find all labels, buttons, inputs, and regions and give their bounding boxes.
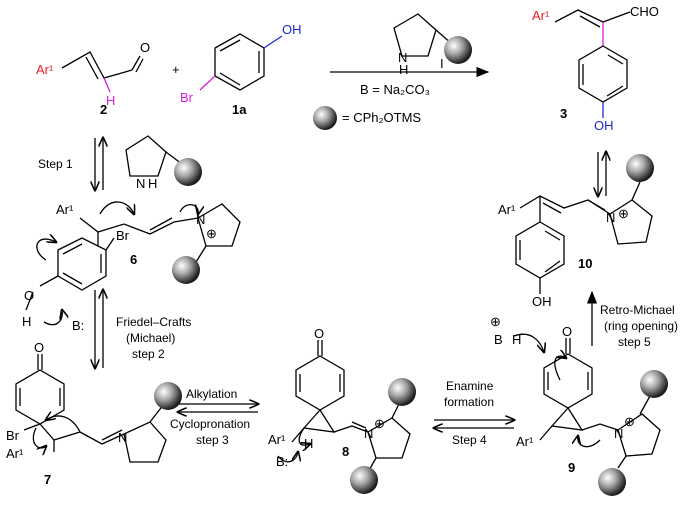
step4-line3: Step 4 [452,433,487,447]
aldehyde-oxygen: O [140,40,150,55]
step1-label: Step 1 [38,157,73,171]
oh-label: OH [594,118,614,133]
ketone-o: O [562,324,572,339]
step5-line2: (ring opening) [604,319,678,333]
step5-line1: Retro-Michael [600,303,675,317]
compound-2-label: 2 [100,102,107,117]
step4-line2: formation [444,395,494,409]
ar1-label: Ar¹ [36,62,54,77]
base-b: B: [72,318,84,333]
iminium-n: N [364,426,373,441]
compound-9-label: 9 [568,460,575,475]
sphere-icon [598,468,626,496]
amine-n: N [398,50,407,65]
step3-line1: Alkylation [186,387,237,401]
sphere-icon [313,106,337,130]
sphere-icon [350,466,378,494]
sphere-icon [154,382,182,410]
compound-2-structure [61,51,144,93]
plus-charge: ⊕ [618,206,629,221]
cho-label: CHO [630,4,659,19]
br-label: Br [116,228,130,243]
catalyst-group-label: = CPh₂OTMS [342,110,421,125]
compound-1a-label: 1a [232,102,247,117]
h-label: H [106,93,115,108]
step2-line1: Friedel–Crafts [116,315,191,329]
step2-line3: step 2 [132,347,165,361]
ketone-o: O [34,340,44,355]
proton-h: H [512,332,521,347]
step1-amine-h: H [148,176,157,191]
h-label: H [304,436,313,451]
sphere-icon [388,378,416,406]
catalyst-label: I [440,56,444,71]
plus-sign: + [172,62,180,77]
step3-line3: step 3 [196,433,229,447]
step5-line3: step 5 [618,335,651,349]
phenol-oh: OH [282,22,302,37]
phenol-o: O [24,288,34,303]
oh-label: OH [532,294,552,309]
ar1-label: Ar¹ [6,446,24,461]
compound-9-structure [513,333,661,469]
plus-charge: ⊕ [624,414,635,429]
base-b: B: [276,454,288,469]
sphere-icon [640,370,668,398]
step4-line1: Enamine [446,379,494,393]
compound-8-label: 8 [342,444,349,459]
catalyst-step1-structure [125,135,183,177]
ar1-label: Ar¹ [498,202,516,217]
plus-charge: ⊕ [374,416,385,431]
step2-line2: (Michael) [126,331,175,345]
plus-charge: ⊕ [206,226,217,241]
ar1-label: Ar¹ [532,8,550,23]
base-label: B = Na₂CO₃ [360,82,430,97]
sphere-icon [174,158,202,186]
phenol-h: H [22,314,31,329]
compound-10-structure [515,181,653,294]
ketone-o: O [314,326,324,341]
ar1-label: Ar¹ [516,434,534,449]
compound-6-label: 6 [130,252,137,267]
compound-1a-structure [199,33,283,91]
ar1-label: Ar¹ [268,432,286,447]
sphere-icon [172,256,200,284]
compound-7-label: 7 [44,472,51,487]
sphere-icon [626,154,654,182]
br-label: Br [6,428,20,443]
phenol-br: Br [180,90,194,105]
iminium-n: N [606,210,615,225]
amine-h: H [399,62,408,77]
compound-7-structure [15,354,167,463]
sphere-icon [444,36,472,64]
iminium-n: N [196,212,205,227]
compound-3-structure [554,9,631,118]
enamine-n: N [614,426,623,441]
catalyst-spheres [154,36,668,496]
step3-line2: Cyclopronation [170,417,250,431]
plus-charge: ⊕ [490,314,501,329]
step1-amine-n: N [136,176,145,191]
compound-10-label: 10 [578,256,592,271]
enamine-n: N [118,430,127,445]
compound-3-label: 3 [560,106,567,121]
base-b: B [494,332,503,347]
ar1-label: Ar¹ [56,202,74,217]
compound-6-structure [25,201,241,326]
